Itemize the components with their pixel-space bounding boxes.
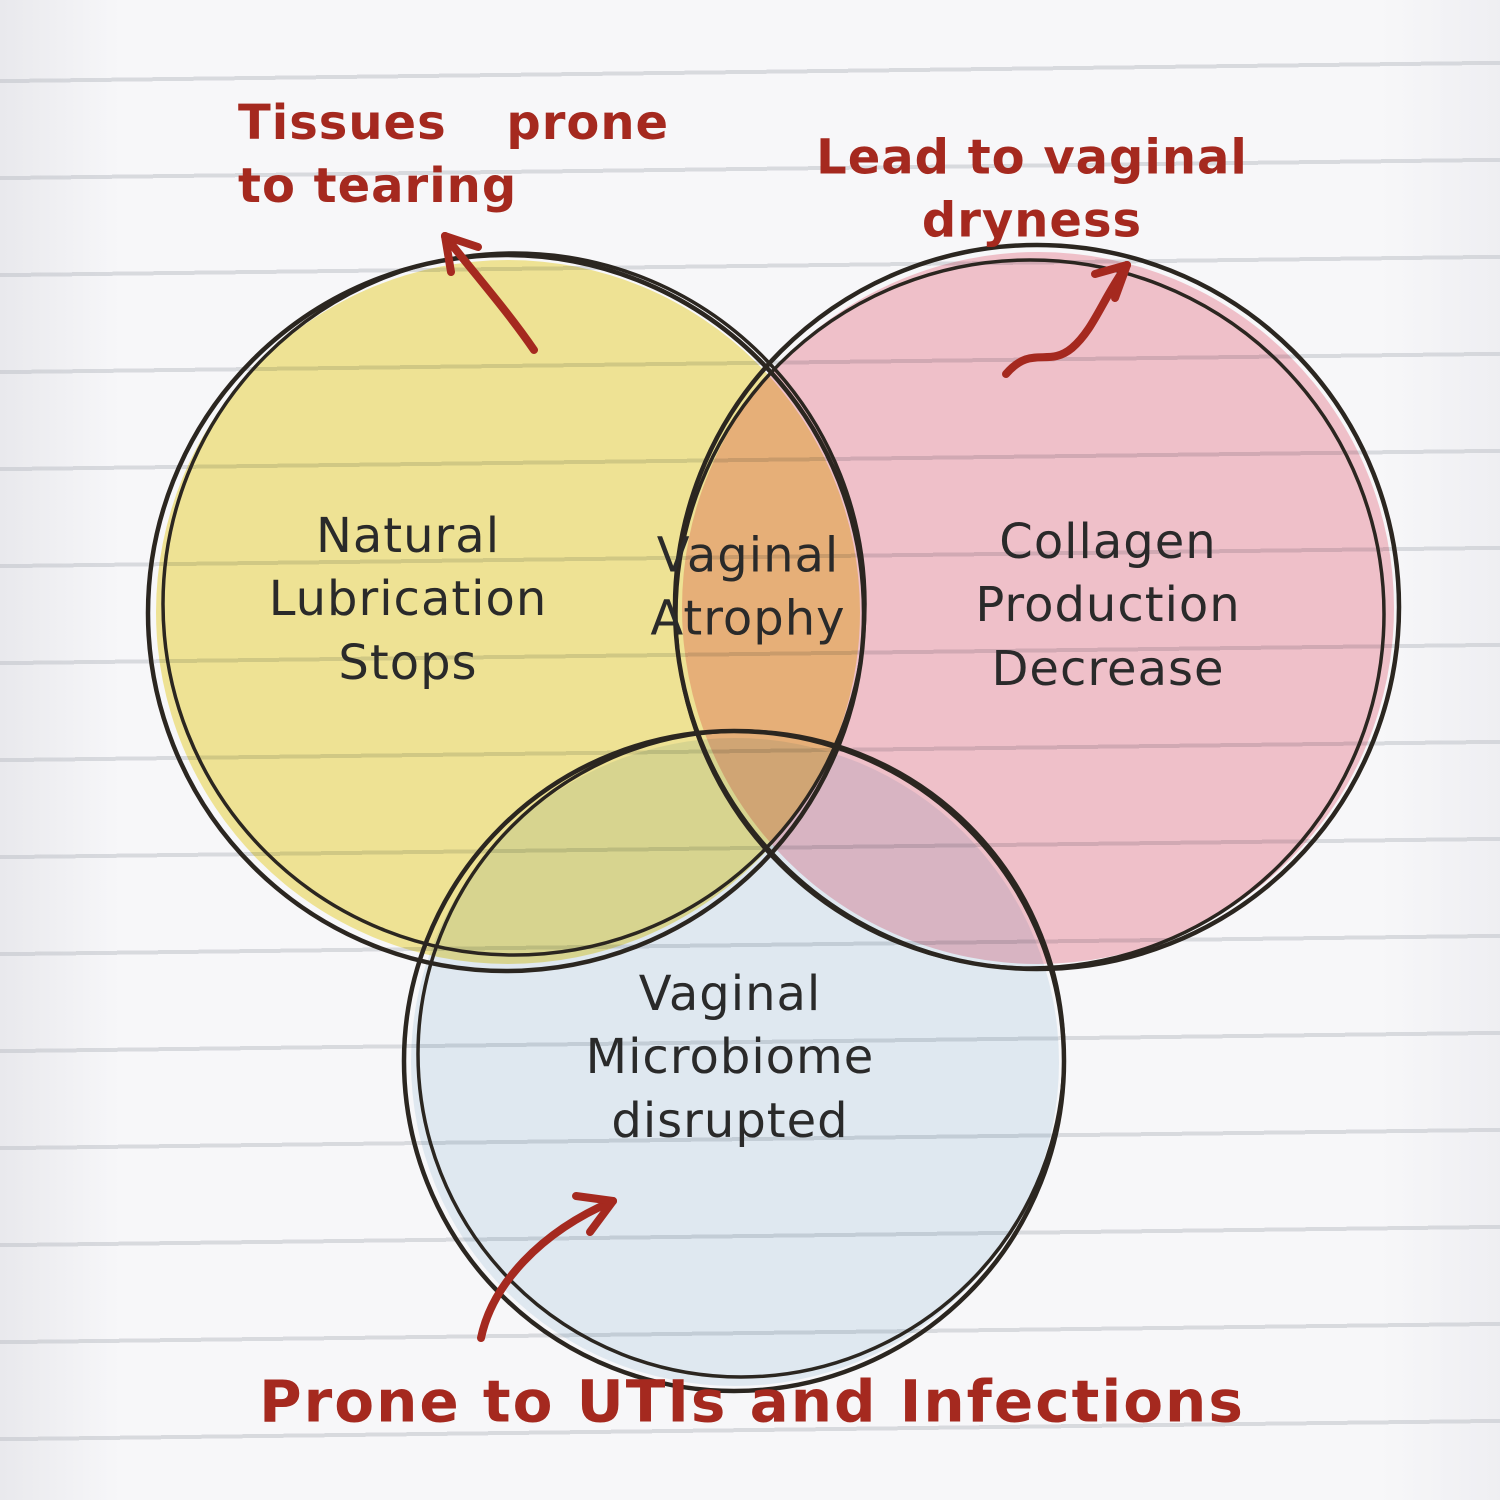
annotation-tissues-tearing: Tissues prone to tearing — [238, 92, 669, 219]
label-vaginal-atrophy: Vaginal Atrophy — [650, 525, 845, 652]
annotation-arrows — [441, 232, 1131, 1342]
annotation-vaginal-dryness: Lead to vaginal dryness — [816, 127, 1248, 254]
microbiome-circle-outline-2 — [416, 729, 1066, 1379]
label-line: Collagen — [999, 513, 1217, 570]
label-line: Microbiome — [585, 1029, 875, 1086]
infections-arrow — [477, 1192, 617, 1342]
annotation-line: Prone to UTIs and Infections — [259, 1367, 1245, 1436]
label-line: Vaginal — [638, 965, 822, 1022]
circle-outlines — [145, 242, 1402, 1394]
label-line: Atrophy — [650, 591, 846, 647]
annotation-line: Tissues prone — [238, 95, 670, 151]
label-line: Vaginal — [656, 527, 840, 584]
annotation-line: Lead to vaginal — [816, 129, 1248, 186]
annotation-utis-infections: Prone to UTIs and Infections — [259, 1364, 1245, 1441]
label-line: Lubrication — [268, 571, 548, 628]
collagen-circle-outline-2 — [674, 258, 1386, 970]
circle-fills — [156, 252, 1394, 1386]
label-collagen-production: Collagen Production Decrease — [975, 511, 1240, 701]
label-line: Natural — [315, 507, 501, 564]
annotation-line: to tearing — [238, 158, 518, 215]
dryness-arrow — [1002, 261, 1131, 378]
tearing-arrow — [441, 232, 538, 354]
annotation-line: dryness — [921, 193, 1143, 249]
label-natural-lubrication: Natural Lubrication Stops — [269, 505, 548, 695]
label-line: Production — [975, 577, 1241, 634]
label-vaginal-microbiome: Vaginal Microbiome disrupted — [586, 963, 875, 1153]
label-line: disrupted — [611, 1092, 849, 1149]
label-line: Decrease — [991, 640, 1225, 697]
lubrication-circle-outline-2 — [161, 251, 867, 957]
label-line: Stops — [338, 634, 478, 691]
